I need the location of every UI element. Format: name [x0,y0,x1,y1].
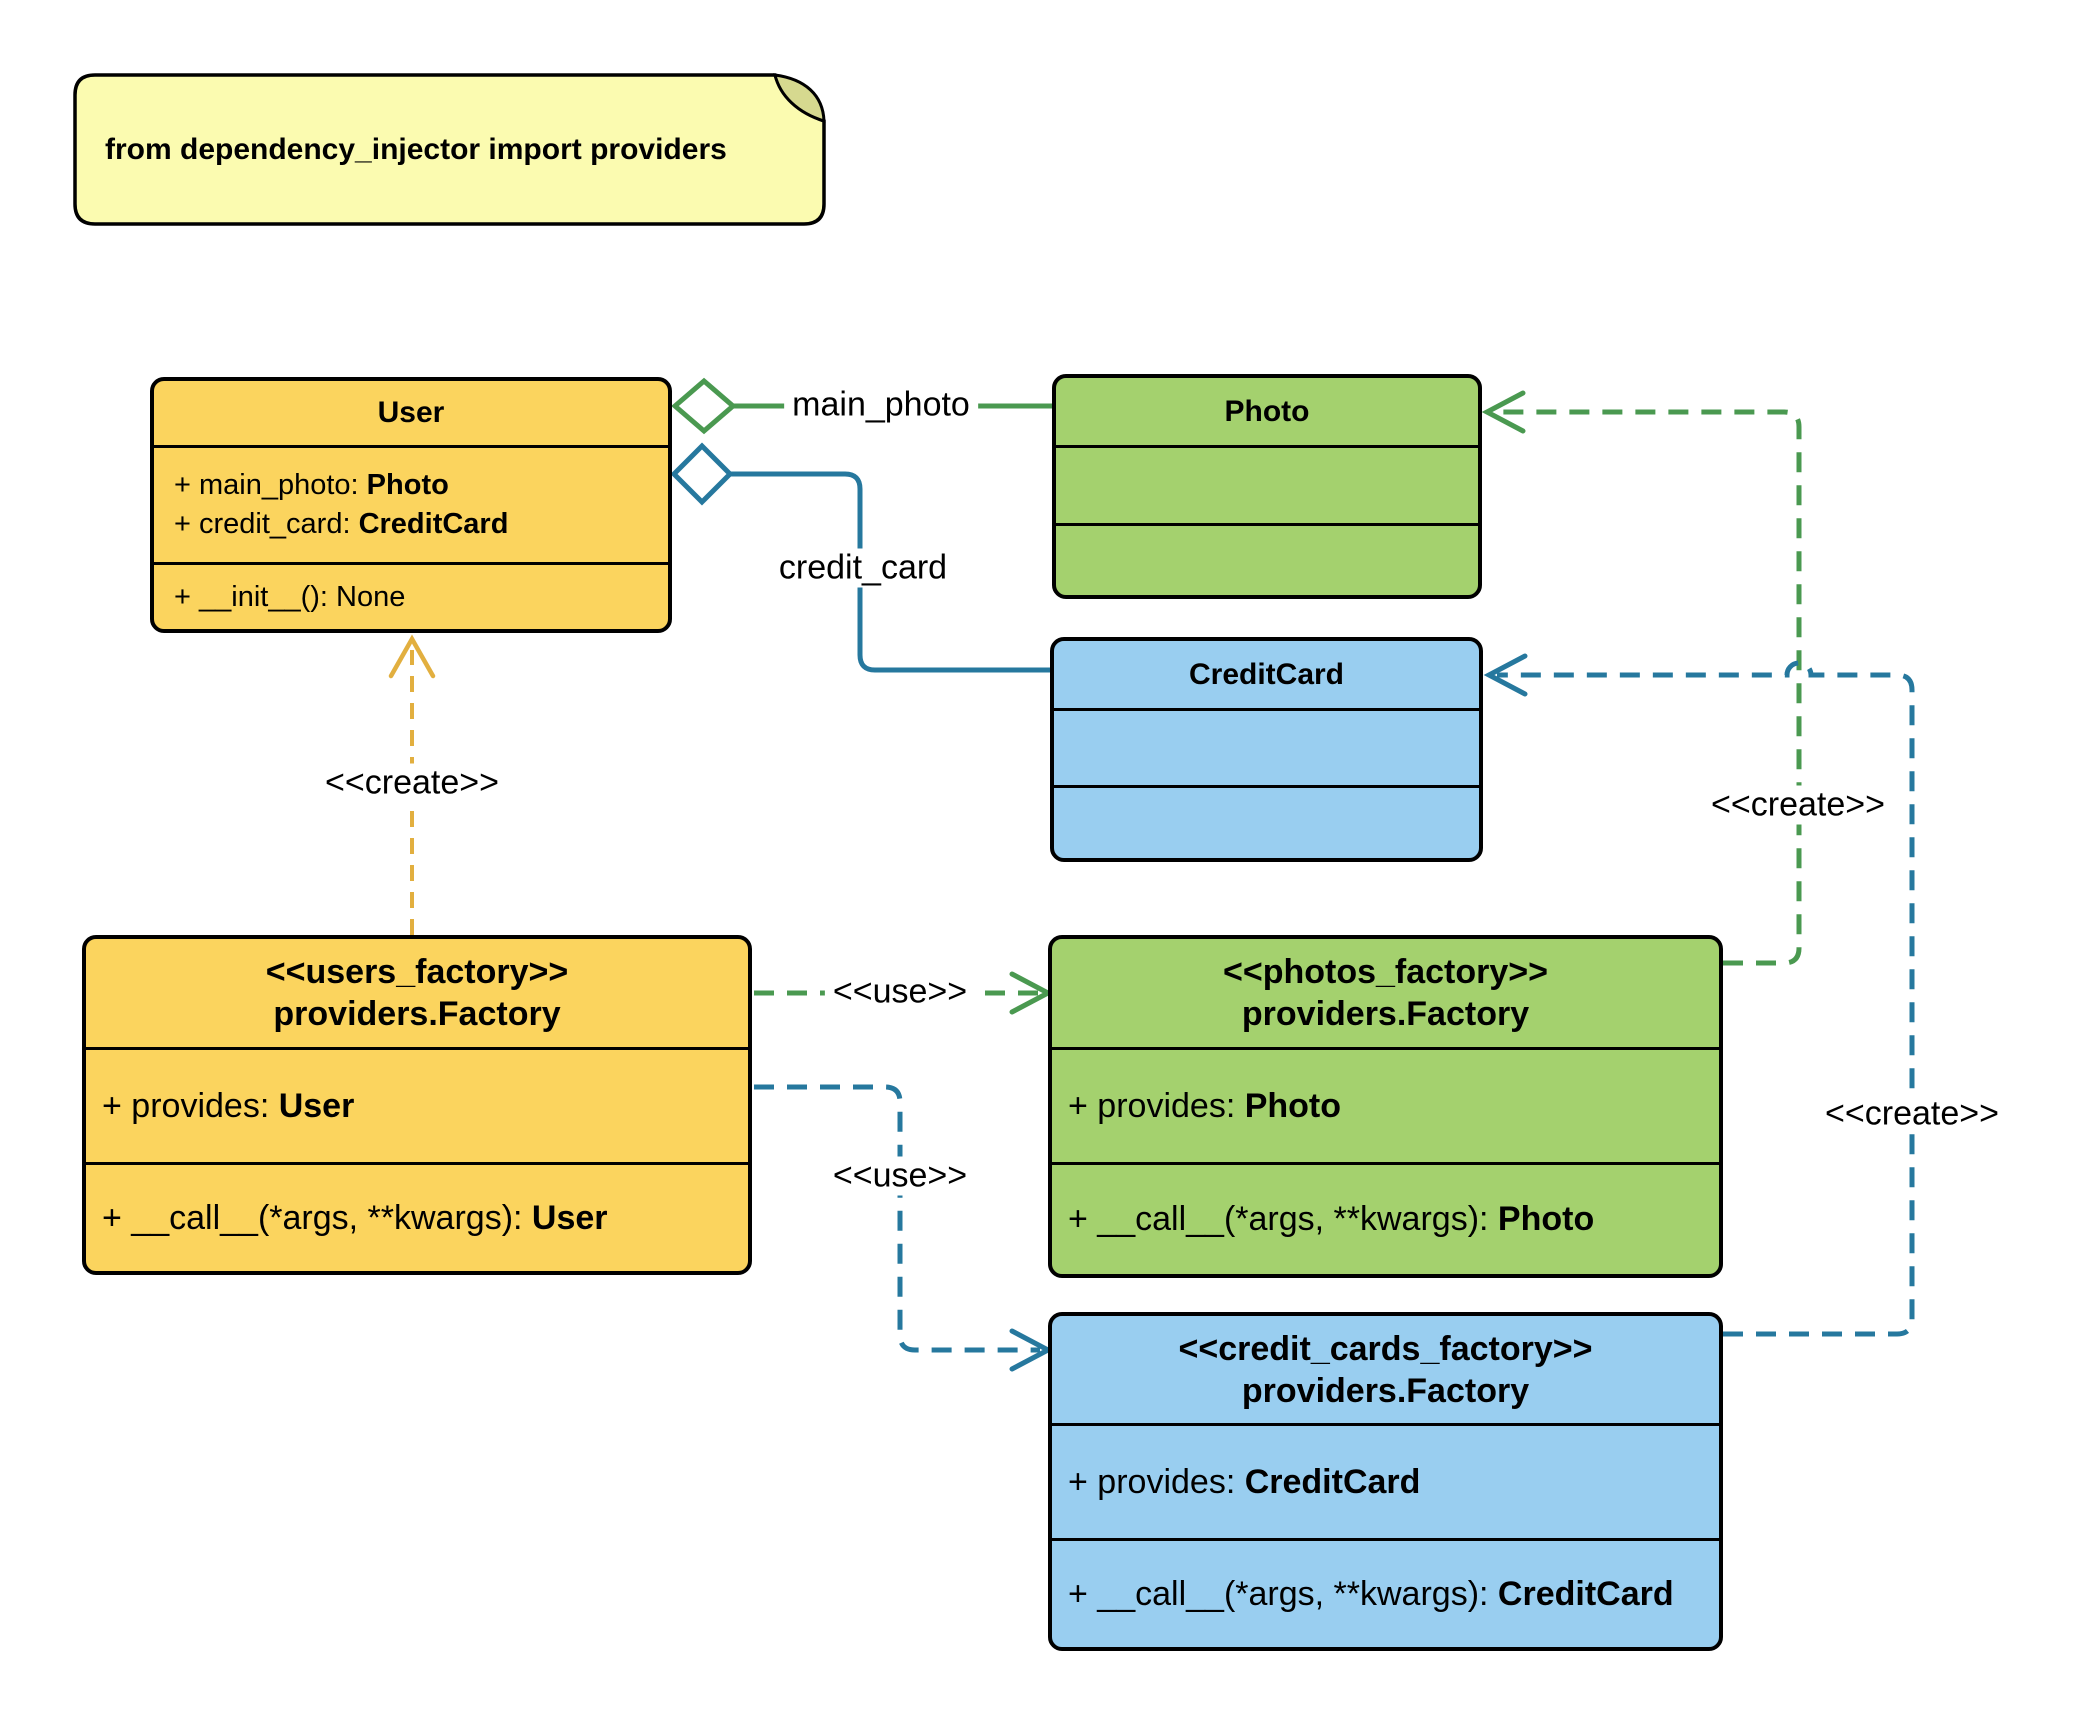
edge-label-use-credit-cards: <<use>> [824,1156,976,1196]
method-line: + __call__(*args, **kwargs): User [102,1198,608,1237]
dependency-create-photo [1481,390,1802,966]
methods-compartment: + __call__(*args, **kwargs): User [86,1162,748,1271]
methods-compartment: + __call__(*args, **kwargs): Photo [1052,1162,1719,1274]
edge-label-credit-card: credit_card [770,548,956,588]
title-compartment: <<users_factory>> providers.Factory [86,939,748,1047]
note-shape [73,73,826,226]
dependency-create-credit-card [1483,653,1915,1337]
factory-box-users: <<users_factory>> providers.Factory + pr… [82,935,752,1275]
class-title: providers.Factory [273,995,561,1033]
note-label: from dependency_injector import provider… [105,132,727,166]
factory-box-credit-cards: <<credit_cards_factory>> providers.Facto… [1048,1312,1723,1651]
methods-compartment: + __init__(): None [154,562,668,629]
attributes-compartment [1054,708,1479,785]
factory-box-photos: <<photos_factory>> providers.Factory + p… [1048,935,1723,1278]
class-title: providers.Factory [1241,1371,1530,1410]
title-compartment: <<photos_factory>> providers.Factory [1052,939,1719,1047]
class-title: providers.Factory [1241,995,1530,1033]
class-box-user: User + main_photo: Photo + credit_card: … [150,377,672,633]
class-title: User [377,396,445,429]
dependency-use-credit-cards-factory [754,1084,1054,1372]
methods-compartment [1056,523,1478,595]
attribute-line: + provides: User [102,1086,355,1125]
class-title: CreditCard [1188,657,1345,691]
class-box-creditcard: CreditCard [1050,637,1483,862]
title-compartment: <<credit_cards_factory>> providers.Facto… [1052,1316,1719,1423]
edge-label-main-photo: main_photo [784,385,978,425]
method-line: + __call__(*args, **kwargs): Photo [1068,1200,1595,1238]
note-fold-icon [773,73,826,124]
attribute-line: + credit_card: CreditCard [174,508,509,540]
attribute-line: + provides: Photo [1068,1086,1342,1125]
class-box-photo: Photo [1052,374,1482,599]
stereotype-label: <<photos_factory>> [1222,953,1548,991]
edge-label-create-credit-card: <<create>> [1817,1094,2007,1134]
attribute-line: + provides: CreditCard [1068,1462,1421,1501]
attributes-compartment: + provides: CreditCard [1052,1423,1719,1538]
edge-label-use-photos: <<use>> [824,972,976,1012]
methods-compartment: + __call__(*args, **kwargs): CreditCard [1052,1538,1719,1647]
class-title: Photo [1224,394,1310,428]
note: from dependency_injector import provider… [75,75,824,224]
attributes-compartment [1056,445,1478,523]
method-line: + __call__(*args, **kwargs): CreditCard [1068,1574,1674,1613]
edge-label-create-user: <<create>> [317,763,507,803]
attributes-compartment: + provides: User [86,1047,748,1162]
stereotype-label: <<users_factory>> [265,953,569,991]
methods-compartment [1054,785,1479,858]
attribute-line: + main_photo: Photo [174,469,449,501]
stereotype-label: <<credit_cards_factory>> [1178,1329,1593,1368]
method-line: + __init__(): None [174,580,406,613]
edge-label-create-photo: <<create>> [1703,785,1893,825]
attributes-compartment: + main_photo: Photo + credit_card: Credi… [154,445,668,562]
attributes-compartment: + provides: Photo [1052,1047,1719,1162]
